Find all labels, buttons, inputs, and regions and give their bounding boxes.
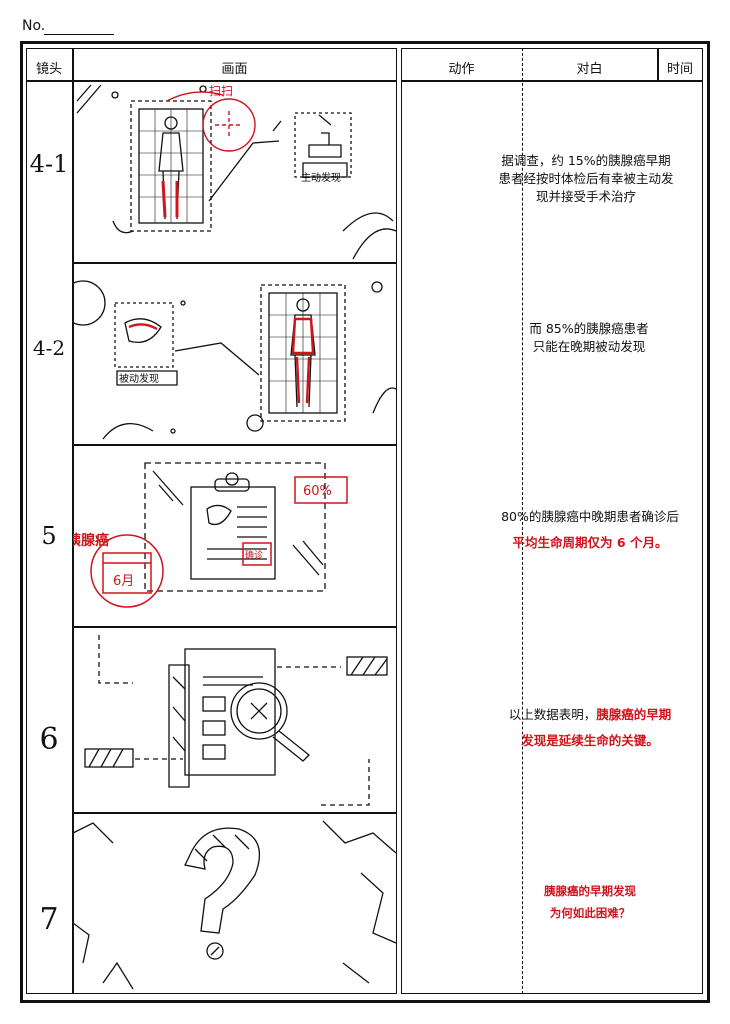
dialogue-line-highlight: 胰腺癌的早期发现 bbox=[544, 884, 636, 898]
dialogue-4-2: 而 85%的胰腺癌患者 只能在晚期被动发现 bbox=[510, 320, 668, 356]
panel-6-sketch bbox=[84, 635, 388, 806]
frame-table-divider bbox=[72, 48, 74, 994]
action-dialogue-divider bbox=[522, 48, 523, 994]
sketch-label-scan: 扫扫 bbox=[209, 84, 233, 98]
number-underline bbox=[44, 34, 114, 35]
dialogue-4-1: 据调查，约 15%的胰腺癌早期 患者经按时体检后有幸被主动发 现并接受手术治疗 bbox=[472, 152, 700, 206]
storyboard-frame bbox=[20, 41, 710, 1003]
dialogue-line-highlight: 为何如此困难？ bbox=[549, 906, 631, 920]
col-action-header: 动作 bbox=[448, 62, 475, 77]
frame-header-line bbox=[26, 80, 397, 82]
shot-number: 4-1 bbox=[29, 150, 69, 178]
shot-number: 6 bbox=[39, 722, 59, 757]
dialogue-line-highlight: 平均生命周期仅为 6 个月。 bbox=[512, 535, 668, 550]
dialogue-header-line bbox=[401, 80, 703, 82]
time-column-divider bbox=[657, 48, 659, 80]
row-separator bbox=[72, 626, 397, 628]
row-separator bbox=[72, 444, 397, 446]
dialogue-7: 胰腺癌的早期发现 为何如此困难？ bbox=[500, 880, 680, 924]
panel-4-1-sketch: 扫扫 主动发现 bbox=[76, 84, 396, 260]
dialogue-line: 而 85%的胰腺癌患者 bbox=[529, 321, 649, 336]
dialogue-6: 以上数据表明，胰腺癌的早期 发现是延续生命的关键。 bbox=[480, 702, 700, 754]
number-label: No. bbox=[22, 18, 46, 34]
dialogue-line: 只能在晚期被动发现 bbox=[532, 339, 646, 354]
panel-7-sketch bbox=[73, 820, 396, 990]
shot-number: 5 bbox=[41, 522, 57, 550]
col-shot-header: 镜头 bbox=[35, 62, 62, 77]
dialogue-text: 以上数据表明， bbox=[508, 707, 597, 722]
row-separator bbox=[72, 262, 397, 264]
sketch-label-cancer: 胰腺癌 bbox=[73, 532, 109, 549]
shot-number: 4-2 bbox=[32, 336, 66, 360]
dialogue-line: 现并接受手术治疗 bbox=[535, 189, 636, 204]
dialogue-line-highlight: 发现是延续生命的关键。 bbox=[521, 733, 659, 748]
shot-number: 7 bbox=[39, 902, 59, 937]
dialogue-line: 80%的胰腺癌中晚期患者确诊后 bbox=[501, 509, 679, 524]
col-time-header: 时间 bbox=[666, 62, 693, 77]
sketch-label-month: 6月 bbox=[113, 574, 134, 589]
panel-5-sketch: 胰腺癌 60% 6月 确诊 bbox=[73, 462, 348, 608]
sketch-label-percent: 60% bbox=[303, 484, 332, 499]
dialogue-table bbox=[401, 48, 703, 994]
frame-table bbox=[26, 48, 397, 994]
sketch-label-active: 主动发现 bbox=[301, 171, 341, 184]
col-dialogue-header: 对白 bbox=[576, 62, 603, 77]
sketch-label-passive: 被动发现 bbox=[119, 372, 159, 385]
row-separator bbox=[72, 812, 397, 814]
dialogue-text-highlight: 胰腺癌的早期 bbox=[596, 707, 672, 722]
col-frame-header: 画面 bbox=[221, 62, 248, 77]
panel-4-2-sketch: 被动发现 bbox=[73, 280, 396, 440]
sketch-label-diagnosis: 确诊 bbox=[245, 549, 263, 561]
dialogue-line: 据调查，约 15%的胰腺癌早期 bbox=[501, 153, 671, 168]
dialogue-5: 80%的胰腺癌中晚期患者确诊后 平均生命周期仅为 6 个月。 bbox=[480, 504, 700, 556]
dialogue-line: 患者经按时体检后有幸被主动发 bbox=[498, 171, 674, 186]
